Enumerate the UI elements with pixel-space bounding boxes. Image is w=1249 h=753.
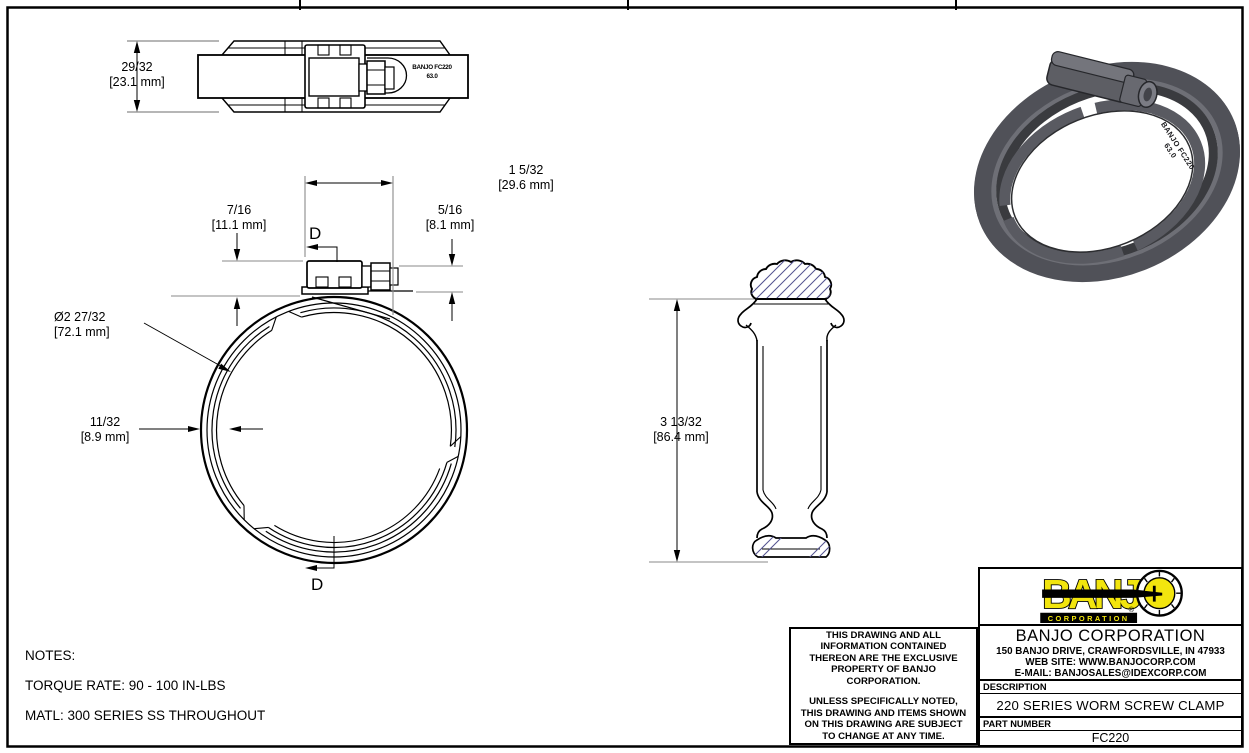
dim-inner-diameter: Ø2 27/32 [72.1 mm] (54, 310, 110, 339)
banjo-logo: BANJ ® CORPORATION (1039, 569, 1183, 624)
dim-screw-height: 5/16 [8.1 mm] (425, 203, 475, 232)
company-website: WEB SITE: WWW.BANJOCORP.COM (1025, 656, 1196, 668)
sheet-border (6, 0, 1244, 748)
notes-block: NOTES: TORQUE RATE: 90 - 100 IN-LBS MATL… (25, 648, 265, 738)
logo-row: BANJ ® CORPORATION (980, 569, 1241, 626)
company-info: BANJO CORPORATION 150 BANJO DRIVE, CRAWF… (980, 626, 1241, 682)
front-view (139, 176, 469, 571)
dim-band-thickness: 11/32 [8.9 mm] (80, 415, 130, 444)
section-cut-leader-top (306, 244, 338, 262)
logo-sub-text: CORPORATION (1047, 614, 1129, 623)
description-value: 220 SERIES WORM SCREW CLAMP (980, 694, 1241, 719)
iso-worm-housing (1046, 51, 1158, 109)
disclaimer-paragraph-2: UNLESS SPECIFICALLY NOTED, THIS DRAWING … (800, 696, 967, 742)
banjo-neck-icon (1041, 586, 1162, 602)
note-material: MATL: 300 SERIES SS THROUGHOUT (25, 708, 266, 723)
iso-view (973, 51, 1241, 283)
disclaimer-paragraph-1: THIS DRAWING AND ALL INFORMATION CONTAIN… (809, 629, 958, 687)
logo-registered-mark: ® (1128, 605, 1134, 614)
section-view (649, 259, 845, 563)
description-label: DESCRIPTION (980, 681, 1241, 694)
note-torque: TORQUE RATE: 90 - 100 IN-LBS (25, 678, 226, 693)
dim-housing-length: 1 5/32 [29.6 mm] (498, 163, 554, 192)
dim-housing-height: 7/16 [11.1 mm] (211, 203, 267, 232)
company-email: E-MAIL: BANJOSALES@IDEXCORP.COM (1014, 667, 1207, 679)
notes-title: NOTES: (25, 648, 76, 663)
dim-overall-height: 3 13/32 [86.4 mm] (653, 415, 709, 444)
company-address: 150 BANJO DRIVE, CRAWFORDSVILLE, IN 4793… (996, 645, 1225, 657)
dim-band-width-top: 29/32 [23.1 mm] (109, 60, 165, 89)
section-label-bottom: D (311, 575, 324, 594)
part-number-value: FC220 (1091, 731, 1130, 746)
section-label-top: D (309, 224, 322, 243)
section-cut-leader-bottom (305, 536, 335, 571)
title-block: BANJ ® CORPORATION BANJO CORPOR (978, 567, 1243, 747)
disclaimer-box: THIS DRAWING AND ALL INFORMATION CONTAIN… (789, 627, 978, 745)
top-view (127, 40, 469, 113)
band-marking: BANJO FC220 63.0 (412, 64, 452, 81)
screw-head-section (749, 259, 833, 300)
part-number-label: PART NUMBER (980, 718, 1241, 732)
company-name: BANJO CORPORATION (1015, 626, 1206, 645)
